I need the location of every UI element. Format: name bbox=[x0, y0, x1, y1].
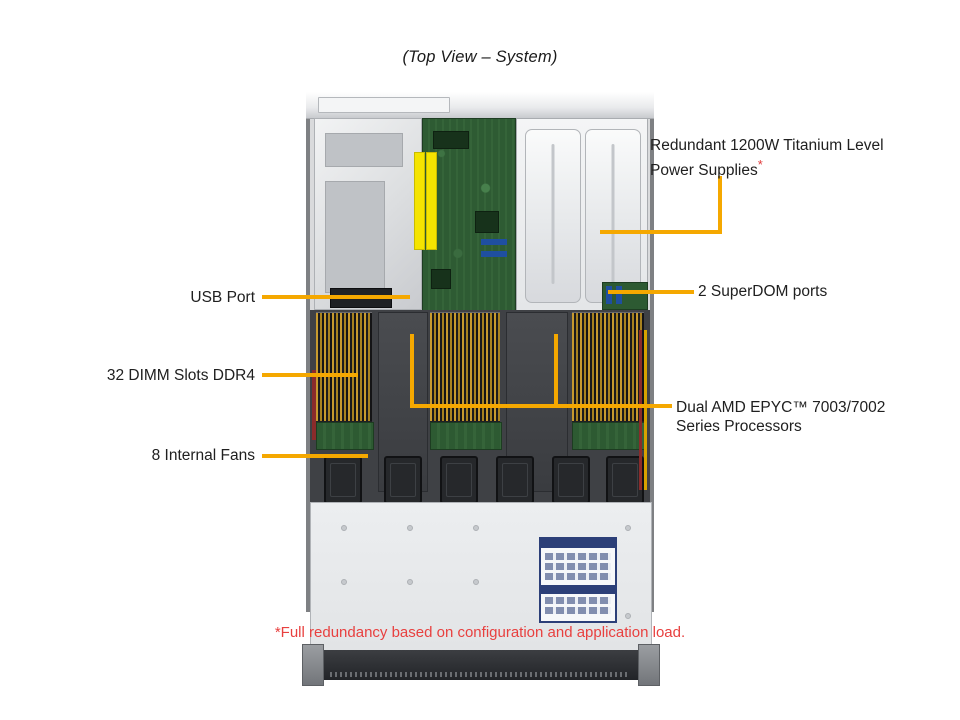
server-chassis-illustration bbox=[302, 92, 660, 686]
power-cable bbox=[639, 330, 642, 490]
power-supply-module-1 bbox=[525, 129, 581, 303]
diagram-title: (Top View – System) bbox=[402, 48, 558, 66]
callout-superdom-ports: 2 SuperDOM ports bbox=[698, 283, 828, 300]
bezel-vents bbox=[330, 672, 630, 677]
power-stage-pcb bbox=[430, 422, 502, 450]
internal-fan bbox=[552, 456, 590, 504]
power-supply-bay bbox=[516, 118, 648, 312]
internal-fan bbox=[440, 456, 478, 504]
internal-fan bbox=[606, 456, 644, 504]
internal-fan bbox=[384, 456, 422, 504]
push-to-release-tab bbox=[426, 152, 437, 250]
dimm-bank bbox=[572, 312, 644, 422]
leader-line-usb-port bbox=[262, 295, 410, 299]
callout-internal-fans: 8 Internal Fans bbox=[151, 447, 255, 464]
leader-line-dimm-slots bbox=[262, 373, 358, 377]
leader-line-power-supplies bbox=[600, 230, 722, 234]
specification-label bbox=[539, 537, 617, 623]
callout-power-supplies: Redundant 1200W Titanium Level Power Sup… bbox=[650, 136, 884, 180]
power-stage-pcb bbox=[316, 422, 374, 450]
leader-line-processors bbox=[410, 334, 414, 406]
callout-processors-line2: Series Processors bbox=[676, 418, 802, 435]
callout-power-supplies-line1: Redundant 1200W Titanium Level bbox=[650, 137, 884, 154]
power-stage-pcb bbox=[572, 422, 646, 450]
power-cable bbox=[312, 370, 316, 440]
leader-line-power-supplies bbox=[718, 176, 722, 234]
front-bezel bbox=[306, 650, 654, 680]
dimm-bank bbox=[430, 312, 500, 422]
footnote-asterisk: * bbox=[757, 157, 763, 172]
footnote-text: *Full redundancy based on configuration … bbox=[274, 624, 686, 641]
superdom-port-1 bbox=[606, 286, 612, 304]
internal-fan bbox=[496, 456, 534, 504]
push-to-release-tab bbox=[414, 152, 425, 250]
callout-power-supplies-line2: Power Supplies* bbox=[650, 157, 763, 180]
drive-bay-cover bbox=[310, 502, 652, 652]
leader-line-superdom bbox=[608, 290, 694, 294]
leader-line-processors bbox=[554, 334, 558, 406]
mainboard-middle-section bbox=[310, 310, 650, 504]
dimm-bank bbox=[316, 312, 372, 422]
callout-usb-port: USB Port bbox=[190, 289, 255, 306]
callout-dimm-slots: 32 DIMM Slots DDR4 bbox=[106, 367, 255, 384]
callout-processors-line1: Dual AMD EPYC™ 7003/7002 bbox=[676, 399, 886, 416]
rack-ear-left bbox=[302, 644, 324, 686]
superdom-port-2 bbox=[616, 286, 622, 304]
power-cable bbox=[644, 330, 647, 490]
power-supply-module-2 bbox=[585, 129, 641, 303]
pcie-riser-bracket bbox=[314, 118, 422, 310]
rack-ear-right bbox=[638, 644, 660, 686]
callout-processors: Dual AMD EPYC™ 7003/7002 Series Processo… bbox=[676, 398, 885, 436]
leader-line-internal-fans bbox=[262, 454, 368, 458]
leader-line-processors bbox=[410, 404, 672, 408]
internal-fan bbox=[324, 456, 362, 504]
chassis-rear-panel bbox=[306, 92, 654, 119]
